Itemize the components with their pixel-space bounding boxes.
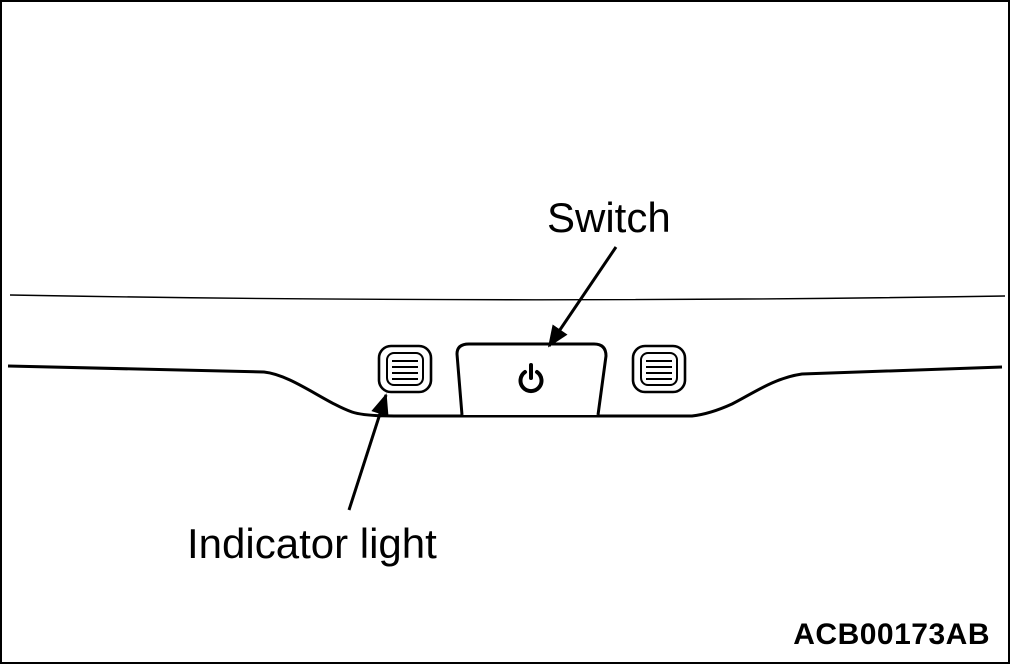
indicator-light-label: Indicator light <box>187 520 437 567</box>
console-upper-edge <box>9 294 1006 301</box>
switch-leader-arrow <box>547 246 618 348</box>
console-lower-outline <box>7 364 1003 418</box>
power-icon[interactable] <box>518 363 544 394</box>
indicator-leader-arrow <box>347 393 389 511</box>
switch-label: Switch <box>547 194 671 241</box>
figure-code: ACB00173AB <box>793 618 990 651</box>
indicator-light-icon-right <box>631 344 687 394</box>
indicator-light-icon-left <box>377 344 433 394</box>
